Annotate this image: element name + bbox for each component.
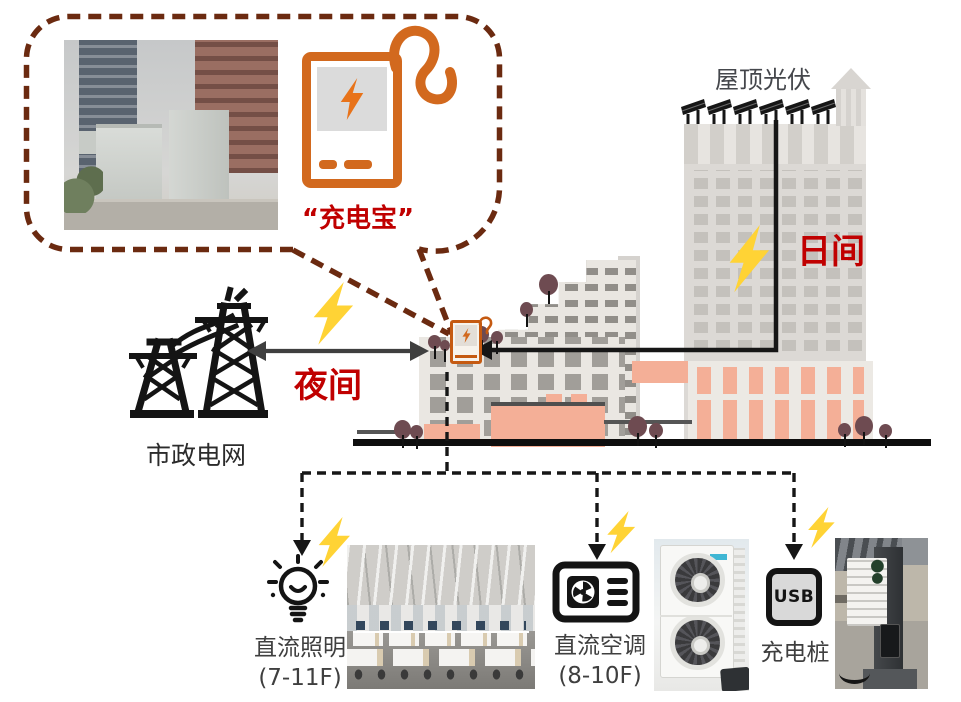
tree xyxy=(649,423,663,448)
charging-pile-label: 充电桩 xyxy=(760,640,830,666)
mid-building-accent xyxy=(632,361,688,383)
ac-unit-divider xyxy=(659,615,732,617)
power-bank-cable-icon xyxy=(389,25,457,105)
dc-lighting-title: 直流照明 xyxy=(254,635,346,661)
podium-stripes xyxy=(697,400,864,443)
ac-fan-hub xyxy=(690,636,711,656)
arrowhead xyxy=(588,544,606,560)
solar-panels-icon xyxy=(681,97,838,126)
roof-tower xyxy=(836,88,866,126)
office-desks xyxy=(347,648,535,666)
lightning-bolt-icon xyxy=(461,328,471,343)
office-ceiling xyxy=(347,545,535,606)
mini-power-bank-slot xyxy=(455,355,477,358)
office-desks xyxy=(352,631,530,647)
power-bank-screen xyxy=(317,67,387,131)
dc-aircon-title: 直流空调 xyxy=(554,633,646,659)
city-grid-label: 市政电网 xyxy=(145,441,246,470)
lightning-bolt-icon xyxy=(607,511,636,554)
usb-icon-text: USB xyxy=(773,587,815,607)
ac-fan xyxy=(670,615,725,671)
bulb-icon xyxy=(267,554,329,623)
power-bank-caption: “充电宝” xyxy=(278,198,438,235)
power-bank-caption-text: “充电宝” xyxy=(301,204,415,234)
tree xyxy=(628,416,647,446)
ac-unit-icon xyxy=(552,561,640,623)
tree xyxy=(520,302,533,327)
night-label: 夜间 xyxy=(294,366,362,406)
mini-power-bank-screen xyxy=(455,325,477,346)
callout-tail xyxy=(291,247,455,337)
dc-aircon-label: 直流空调 (8-10F) xyxy=(544,631,656,691)
mini-power-bank-cable xyxy=(478,316,493,335)
charger-screen xyxy=(879,624,901,658)
transmission-towers-icon xyxy=(129,286,268,419)
dc-lighting-label: 直流照明 (7-11F) xyxy=(244,633,356,693)
ac-fan xyxy=(670,552,725,608)
photo-cabinet-right xyxy=(168,110,229,208)
lightning-bolt-icon xyxy=(313,282,354,345)
office-chairs xyxy=(347,665,535,685)
arrowhead xyxy=(785,544,803,560)
dc-lighting-floors: (7-11F) xyxy=(258,665,342,691)
ac-unit-body xyxy=(659,545,734,678)
podium-stripes xyxy=(697,367,864,394)
ac-fan-hub xyxy=(690,573,711,593)
ac-brand-logo xyxy=(709,553,728,561)
power-bank-slot xyxy=(344,160,372,169)
roof-tower-top xyxy=(831,68,871,89)
ac-small-box xyxy=(719,667,749,691)
rooftop-pv-label: 屋顶光伏 xyxy=(715,66,811,94)
charger-info-poster xyxy=(847,557,888,626)
office-interior-photo xyxy=(347,545,535,689)
pv-building-parapet xyxy=(684,124,866,164)
power-bank-icon xyxy=(302,52,402,188)
photo-cabinet-left xyxy=(96,123,163,210)
tree xyxy=(539,274,558,304)
power-bank-slot xyxy=(319,160,337,169)
tree xyxy=(879,424,892,449)
office-monitors xyxy=(356,621,526,630)
day-label: 日间 xyxy=(797,232,865,272)
photo-plants xyxy=(64,159,103,213)
tree xyxy=(440,340,450,362)
tree xyxy=(428,335,441,360)
usb-icon: USB xyxy=(766,568,822,626)
ac-unit-photo xyxy=(654,539,749,691)
tree xyxy=(855,416,873,445)
tree xyxy=(394,420,411,449)
lightning-bolt-icon xyxy=(340,78,364,120)
charging-pile-photo xyxy=(835,538,928,689)
tree xyxy=(410,425,423,450)
lightning-bolt-icon xyxy=(808,507,835,548)
tree xyxy=(838,423,851,448)
ac-side-vents xyxy=(733,548,746,670)
site-wall xyxy=(604,420,692,424)
charger-base xyxy=(862,669,917,689)
charger-cable xyxy=(838,662,871,685)
storage-cabinets-photo xyxy=(64,40,278,230)
dc-aircon-floors: (8-10F) xyxy=(558,663,642,689)
